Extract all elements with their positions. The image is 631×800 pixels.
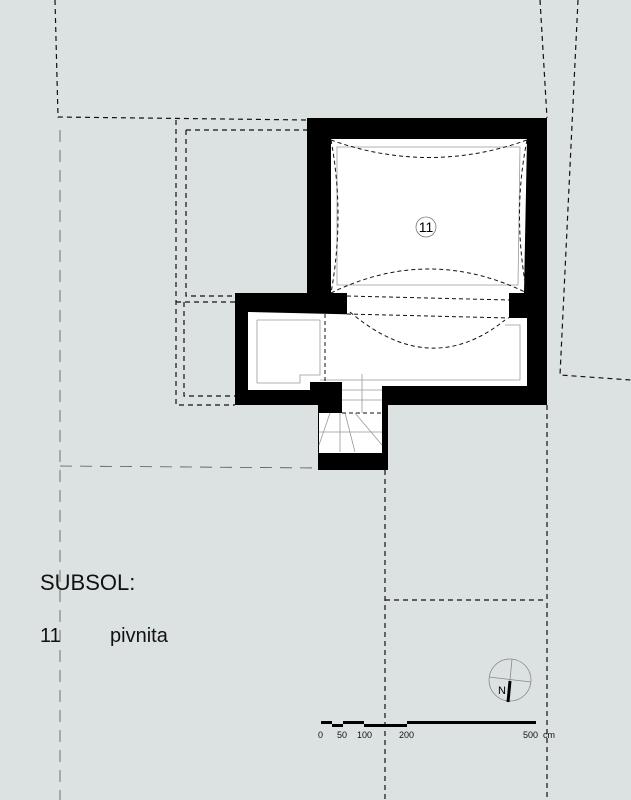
scale-tick-label: 0 [318,730,324,740]
scale-tick-label: 50 [337,730,348,740]
floor-title: SUBSOL: [40,570,136,595]
room-tag: 11 [415,216,437,238]
scale-tick-label: 200 [399,730,415,740]
north-label: N [498,685,506,697]
neighbor-boundaries [54,0,631,800]
stairs [318,374,383,453]
vault-lines [324,139,528,414]
room-floors [248,139,527,453]
site-lines [59,130,319,800]
scale-tick-label: 500 [523,730,539,740]
room-number: 11 [419,219,434,235]
scale-tick-label: 100 [357,730,373,740]
scale-bar [321,721,536,727]
legend-number: 11 [40,625,61,647]
scale-unit: cm [543,730,555,740]
legend-name: pivnita [110,625,168,647]
north-arrow-icon: N [488,658,532,703]
